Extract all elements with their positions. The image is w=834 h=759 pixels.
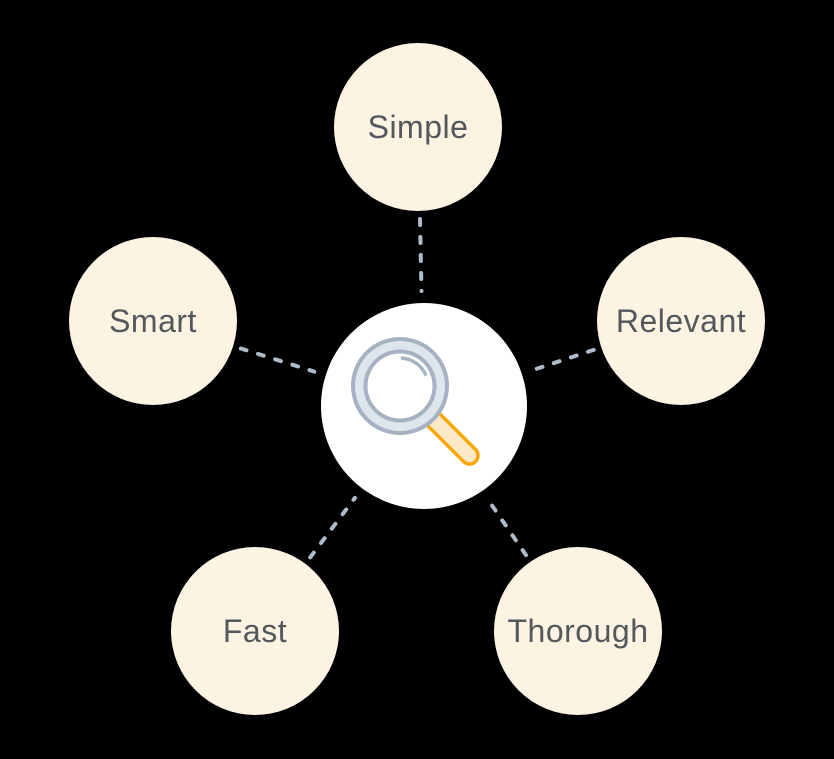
node-fast-label: Fast xyxy=(223,613,287,649)
search-magnifier-icon xyxy=(351,337,480,466)
magnifier-lens-highlight xyxy=(400,356,428,376)
node-fast: Fast xyxy=(171,547,339,715)
node-simple: Simple xyxy=(334,43,502,211)
node-relevant-label: Relevant xyxy=(616,303,746,339)
magnifier-lens-glass xyxy=(367,353,433,419)
connector-line-smart xyxy=(238,346,317,374)
node-simple-circle xyxy=(334,43,502,211)
node-fast-circle xyxy=(171,547,339,715)
connector-line-fast xyxy=(308,495,357,560)
node-relevant-circle xyxy=(597,237,765,405)
connector-line-simple xyxy=(418,217,424,293)
connector-line-relevant xyxy=(531,347,596,372)
node-simple-label: Simple xyxy=(368,109,469,145)
node-relevant: Relevant xyxy=(597,237,765,405)
connector-line-thorough xyxy=(486,498,528,558)
node-smart: Smart xyxy=(69,237,237,405)
node-thorough-circle xyxy=(494,547,662,715)
connector-lines xyxy=(238,217,596,560)
node-smart-label: Smart xyxy=(109,303,197,339)
node-thorough: Thorough xyxy=(494,547,662,715)
node-smart-circle xyxy=(69,237,237,405)
node-thorough-label: Thorough xyxy=(508,613,649,649)
